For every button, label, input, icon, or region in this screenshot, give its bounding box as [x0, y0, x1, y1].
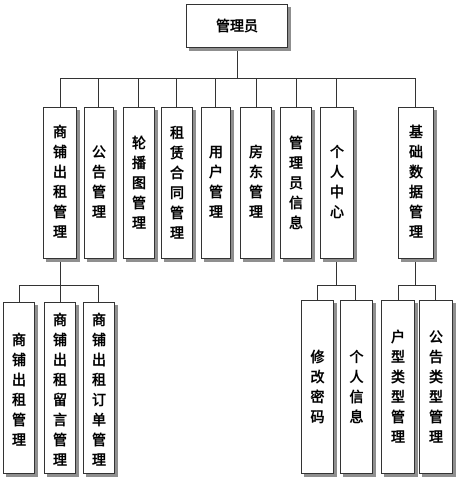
node-label: 商铺出租订单管理 [92, 313, 106, 469]
node-admin-info: 管理员信息 [280, 107, 312, 259]
node-label: 个人信息 [349, 350, 364, 426]
node-label: 商铺出租管理 [53, 125, 67, 241]
node-shop-order-sub: 商铺出租订单管理 [83, 302, 115, 474]
node-shop-message-sub: 商铺出租留言管理 [44, 302, 76, 474]
node-label: 基础数据管理 [409, 125, 423, 241]
node-carousel-mgmt: 轮播图管理 [123, 107, 155, 259]
node-landlord-mgmt: 房东管理 [240, 107, 272, 259]
node-label: 房东管理 [249, 145, 263, 221]
node-personal-info: 个人信息 [340, 300, 373, 474]
node-label: 修改密码 [310, 350, 325, 426]
node-household-type-mgmt: 户型类型管理 [381, 300, 415, 474]
node-label: 管理员信息 [289, 136, 303, 232]
root-node-admin: 管理员 [186, 4, 288, 48]
node-label: 用户管理 [209, 145, 223, 221]
root-node-label: 管理员 [216, 19, 258, 35]
node-label: 公告管理 [92, 145, 106, 221]
node-label: 个人中心 [330, 145, 344, 221]
node-label: 租赁合同管理 [170, 126, 184, 242]
node-label: 轮播图管理 [132, 136, 146, 232]
node-basic-data-mgmt: 基础数据管理 [398, 107, 434, 259]
node-label: 公告类型管理 [429, 330, 443, 446]
node-notice-type-mgmt: 公告类型管理 [419, 300, 453, 474]
node-label: 户型类型管理 [391, 330, 405, 446]
node-personal-center: 个人中心 [320, 107, 354, 259]
node-shop-rental-mgmt: 商铺出租管理 [43, 107, 77, 259]
node-shop-rental-sub: 商铺出租管理 [3, 302, 35, 474]
node-notice-mgmt: 公告管理 [84, 107, 114, 259]
node-label: 商铺出租留言管理 [53, 313, 67, 469]
node-change-password: 修改密码 [301, 300, 334, 474]
node-user-mgmt: 用户管理 [201, 107, 231, 259]
node-lease-contract-mgmt: 租赁合同管理 [161, 107, 193, 259]
node-label: 商铺出租管理 [12, 333, 26, 449]
